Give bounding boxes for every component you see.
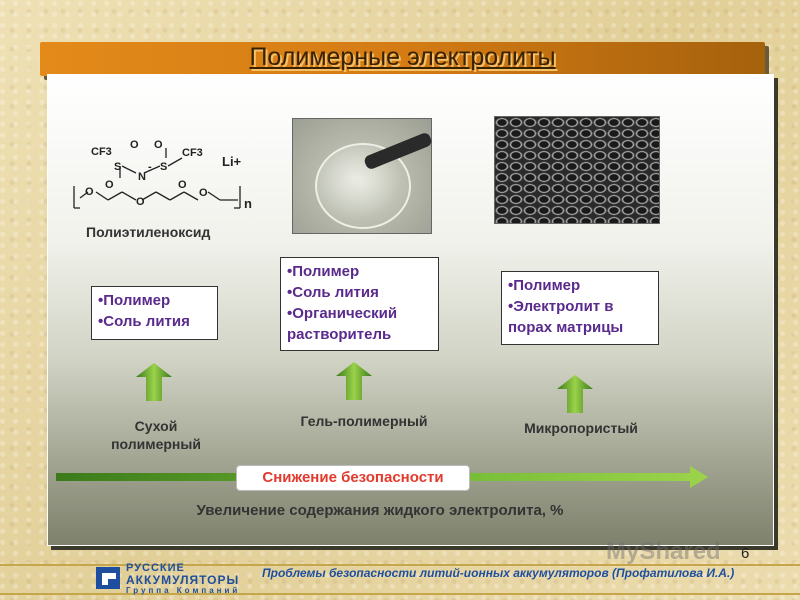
- svg-text:O: O: [199, 187, 208, 199]
- svg-text:O: O: [154, 139, 163, 151]
- logo-text: РУССКИЕ: [126, 562, 185, 574]
- bullet-item: Соль лития: [98, 311, 211, 332]
- up-arrow-icon: [136, 363, 172, 401]
- svg-text:O: O: [130, 139, 139, 151]
- gel-polymer-composition: Полимер Соль лития Органический раствори…: [280, 257, 439, 351]
- peo-litfsi-structure: CF3 S O O N - S O O CF3 O O O n Li+: [73, 139, 252, 211]
- svg-text:S: S: [160, 161, 167, 173]
- svg-text:N: N: [138, 171, 146, 183]
- liquid-content-label: Увеличение содержания жидкого электролит…: [196, 502, 564, 519]
- bullet-item: Полимер: [98, 290, 211, 311]
- svg-text:O: O: [105, 179, 114, 191]
- title-bar: Полимерные электролиты: [40, 42, 765, 76]
- slide-title: Полимерные электролиты: [249, 43, 556, 71]
- up-arrow-icon: [336, 362, 372, 400]
- trend-arrow-head-icon: [690, 466, 708, 488]
- svg-text:O: O: [85, 186, 94, 198]
- logo-text: АККУМУЛЯТОРЫ: [126, 573, 240, 587]
- dry-polymer-composition: Полимер Соль лития: [91, 286, 218, 340]
- gel-polymer-caption: Гель-полимерный: [300, 413, 428, 429]
- svg-text:O: O: [178, 179, 187, 191]
- slide-number: 6: [741, 545, 750, 562]
- bullet-item: Органический растворитель: [287, 303, 432, 345]
- svg-text:-: -: [148, 161, 152, 173]
- lithium-ion-label: Li+: [222, 154, 242, 169]
- polymer-name: Полиэтиленоксид: [86, 224, 211, 240]
- footer-divider: [0, 593, 800, 595]
- microporous-composition: Полимер Электролит в порах матрицы: [501, 271, 659, 345]
- dry-polymer-caption: Сухой полимерный: [111, 418, 201, 452]
- cf3-left-label: CF3: [91, 146, 112, 158]
- bullet-item: Полимер: [287, 261, 432, 282]
- watermark: MyShared: [606, 538, 721, 565]
- gel-membrane-photo: [292, 118, 434, 234]
- safety-decrease-label: Снижение безопасности: [236, 465, 470, 491]
- up-arrow-icon: [557, 375, 593, 413]
- footer-caption: Проблемы безопасности литий-ионных аккум…: [262, 566, 735, 580]
- microporous-sem-photo: [494, 116, 660, 224]
- svg-text:n: n: [244, 196, 252, 211]
- svg-text:O: O: [136, 196, 145, 208]
- footer-divider: [0, 564, 800, 566]
- microporous-caption: Микропористый: [524, 420, 638, 436]
- company-logo-icon: [96, 567, 120, 589]
- logo-text: Группа Компаний: [126, 586, 241, 595]
- svg-text:S: S: [114, 161, 121, 173]
- bullet-item: Полимер: [508, 275, 652, 296]
- cf3-right-label: CF3: [182, 147, 203, 159]
- bullet-item: Соль лития: [287, 282, 432, 303]
- bullet-item: Электролит в порах матрицы: [508, 296, 652, 338]
